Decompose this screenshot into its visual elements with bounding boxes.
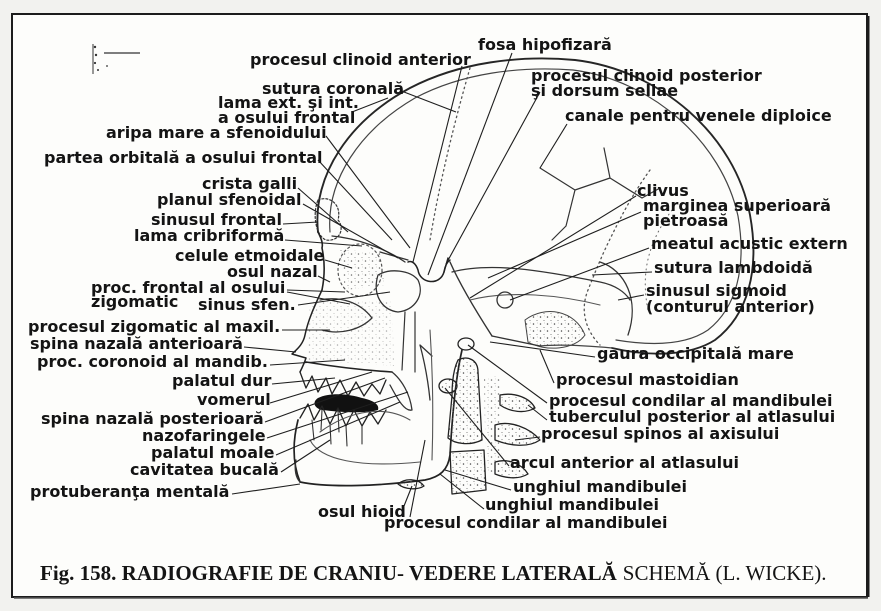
label-vomerul: vomerul [197, 392, 271, 408]
label-sutura-lambdoida: sutura lambdoidă [654, 260, 813, 276]
label-conturul-anterior: (conturul anterior) [646, 299, 815, 315]
label-procesul-mastoidian: procesul mastoidian [556, 372, 739, 388]
label-zigomatic: zigomatic [91, 294, 178, 310]
label-cavitatea-bucala: cavitatea bucală [130, 462, 279, 478]
label-spina-nazala-posterioara: spina nazală posterioară [41, 411, 264, 427]
label-proc-coronoid-mandib: proc. coronoid al mandib. [37, 354, 268, 370]
label-procesul-condilar-mandibulei: procesul condilar al mandibulei [384, 515, 668, 531]
ethmoid-cells [340, 250, 385, 290]
label-protuberanta-mentala: protuberanţa mentală [30, 484, 229, 500]
label-procesul-clinoid-anterior: procesul clinoid anterior [250, 52, 471, 68]
label-procesul-spinos-axis: procesul spinos al axisului [541, 426, 779, 442]
label-partea-orbitala: partea orbitală a osului frontal [44, 150, 323, 166]
label-tuberculul-posterior-atlas: tuberculul posterior al atlasului [549, 409, 835, 425]
c3-vertebral-body [450, 450, 486, 494]
label-spina-nazala-anterioara: spina nazală anterioară [30, 336, 243, 352]
label-arcul-anterior-atlas: arcul anterior al atlasului [510, 455, 739, 471]
caption-source: SCHEMĂ (L. WICKE). [623, 561, 827, 585]
label-planul-sfenoidal: planul sfenoidal [157, 192, 302, 208]
label-lama-cribriforma: lama cribriformă [134, 228, 284, 244]
figure-caption: Fig. 158. RADIOGRAFIE DE CRANIU- VEDERE … [40, 561, 827, 585]
label-nazofaringele: nazofaringele [142, 428, 266, 444]
label-aripa-mare-sfenoid: aripa mare a sfenoidului [106, 125, 327, 141]
label-si-dorsum-sellae: şi dorsum sellae [531, 83, 678, 99]
label-gaura-occipitala-mare: gaura occipitală mare [597, 346, 794, 362]
label-canale-venele-diploice: canale pentru venele diploice [565, 108, 832, 124]
label-palatul-moale: palatul moale [151, 445, 274, 461]
label-pietroasa: pietroasă [643, 213, 728, 229]
label-palatul-dur: palatul dur [172, 373, 271, 389]
label-unghiul-mandibulei: unghiul mandibulei [485, 497, 659, 513]
maxilla-texture [308, 300, 394, 366]
caption-title: Fig. 158. RADIOGRAFIE DE CRANIU- VEDERE … [40, 561, 617, 585]
label-meatul-acustic-extern: meatul acustic extern [651, 236, 848, 252]
label-unghiul-mandibulei: unghiul mandibulei [513, 479, 687, 495]
label-fosa-hipofizara: fosa hipofizară [478, 37, 612, 53]
label-sinus-sfen: sinus sfen. [198, 297, 296, 313]
label-procesul-zigomatic-maxil: procesul zigomatic al maxil. [28, 319, 280, 335]
